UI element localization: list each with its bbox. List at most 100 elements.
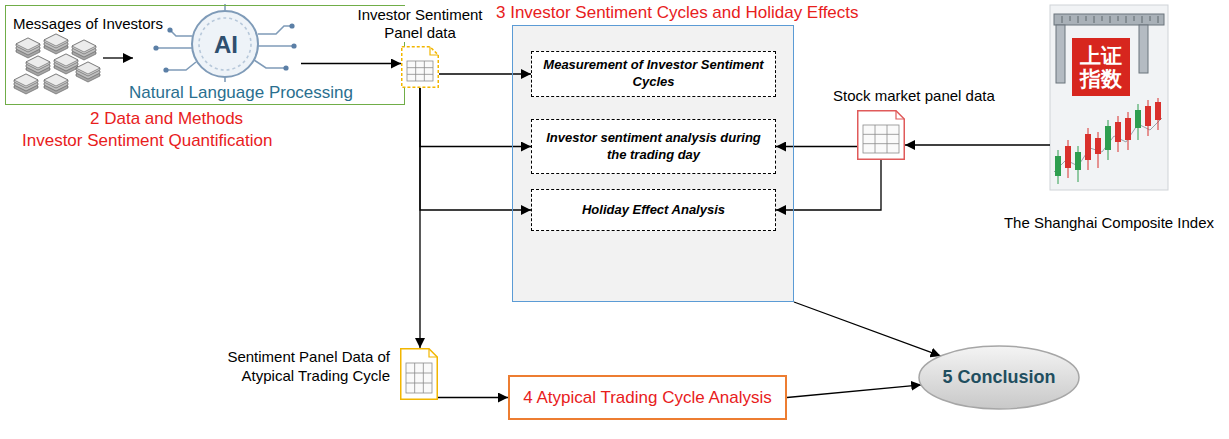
arrow-connector [905, 144, 1050, 145]
text-holder: Stock market panel data [833, 87, 995, 104]
circuit-dot [289, 23, 294, 28]
conclusion-ellipse: 5 Conclusion [918, 345, 1080, 410]
index-badge [1072, 38, 1130, 96]
candle [1055, 156, 1061, 176]
candlesticks [1055, 98, 1161, 184]
document-label: Investor Sentiment Panel data [355, 6, 485, 42]
arrow-connector [794, 302, 941, 356]
message-stack [26, 56, 50, 76]
message-stack [54, 54, 78, 74]
table-grid [863, 125, 899, 153]
document-fold [429, 349, 437, 357]
caliper-jaw [1056, 25, 1065, 83]
method-label: Natural Language Processing [129, 83, 353, 103]
text-holder: 4 Atypical Trading Cycle Analysis [510, 377, 785, 418]
candle [1075, 152, 1081, 170]
caliper-scale [1062, 16, 1158, 23]
text-holder: 5 Conclusion [918, 345, 1080, 410]
text-holder: Holiday Effect Analysis [532, 190, 775, 230]
document-outline [401, 349, 438, 400]
icon-label: Messages of Investors [13, 15, 163, 32]
index-photo [1050, 5, 1168, 190]
circuit-line [170, 30, 192, 36]
arrow-connector [439, 73, 531, 74]
caliper-jaw [1139, 25, 1148, 73]
table-line [863, 134, 899, 135]
analysis-box: Measurement of Investor Sentiment Cycles [531, 51, 776, 97]
message-stack [44, 74, 68, 94]
text-holder: AI [196, 29, 256, 61]
analysis-box: Investor sentiment analysis during the t… [531, 119, 776, 174]
circuit-dot [167, 27, 172, 32]
table-line [406, 383, 432, 384]
arrow-connector [420, 88, 531, 210]
document-fold [430, 47, 438, 55]
document-icon [400, 348, 438, 400]
text-holder: Messages of Investors [13, 15, 163, 32]
text-holder: Measurement of Investor Sentiment Cycles [532, 52, 775, 96]
table-grid [407, 61, 433, 81]
text-holder: 上证指数 [1072, 38, 1130, 96]
table-line [423, 363, 424, 393]
index-badge-text: 上证指数 [1080, 44, 1122, 90]
caliper-beam [1054, 14, 1164, 25]
index-photo-frame: 上证指数The Shanghai Composite Index [1050, 5, 1168, 190]
candle [1085, 134, 1091, 160]
table-line [407, 74, 433, 75]
circuit-dot [283, 65, 288, 70]
circuit-dot [153, 45, 158, 50]
message-stack [72, 40, 96, 60]
ellipse-shape [919, 346, 1079, 409]
table-line [407, 67, 433, 68]
arrow-connector [301, 63, 401, 64]
document-label: Stock market panel data [833, 87, 995, 104]
circuit-dot [291, 43, 296, 48]
photo-label: The Shanghai Composite Index [994, 214, 1224, 231]
candle [1125, 118, 1131, 140]
circuit-line [156, 47, 192, 49]
section-heading: 2 Data and Methods [90, 109, 243, 129]
arrow-connector [787, 385, 921, 398]
document-outline [858, 111, 905, 160]
text-holder: Investor Sentiment Panel data [355, 6, 485, 42]
ai-circuit-icon [156, 4, 294, 82]
analysis-box: Holiday Effect Analysis [531, 189, 776, 231]
arrow-connector [776, 160, 881, 210]
table-line [406, 373, 432, 374]
candle [1145, 106, 1151, 126]
circuit-line [258, 26, 292, 34]
candle [1095, 138, 1101, 154]
messages-icon: Messages of Investors [15, 35, 103, 97]
text-holder: Sentiment Panel Data of Atypical Trading… [220, 348, 390, 386]
candle [1065, 146, 1071, 168]
conclusion-text: 5 Conclusion [942, 367, 1055, 388]
table-line [863, 143, 899, 144]
data-document: Sentiment Panel Data of Atypical Trading… [400, 348, 438, 400]
circuit-dot [163, 67, 168, 72]
method-group-box: Messages of InvestorsAINatural Language … [5, 5, 405, 105]
text-holder: The Shanghai Composite Index [994, 214, 1224, 231]
section-box: 4 Atypical Trading Cycle Analysis [508, 375, 787, 420]
trend-line [1054, 118, 1162, 172]
table-line [415, 61, 416, 81]
icon-text: AI [214, 31, 238, 59]
candle [1135, 110, 1141, 128]
analysis-text: Measurement of Investor Sentiment Cycles [532, 57, 775, 91]
candle [1115, 122, 1121, 142]
document-label: Sentiment Panel Data of Atypical Trading… [220, 348, 390, 386]
circuit-line [258, 45, 294, 47]
text-holder: Natural Language Processing [129, 83, 353, 103]
text-holder: 2 Data and Methods [90, 109, 243, 129]
table-line [875, 125, 876, 153]
analysis-text: Holiday Effect Analysis [574, 202, 733, 219]
message-stack [14, 74, 38, 94]
message-stack [76, 62, 100, 82]
circuit-line [166, 62, 196, 70]
data-document: Stock market panel data [857, 110, 905, 160]
ai-ring [199, 18, 251, 70]
table-line [424, 61, 425, 81]
message-stack [16, 38, 40, 58]
arrow-connector [438, 397, 508, 398]
section-heading: Investor Sentiment Quantification [22, 131, 272, 151]
